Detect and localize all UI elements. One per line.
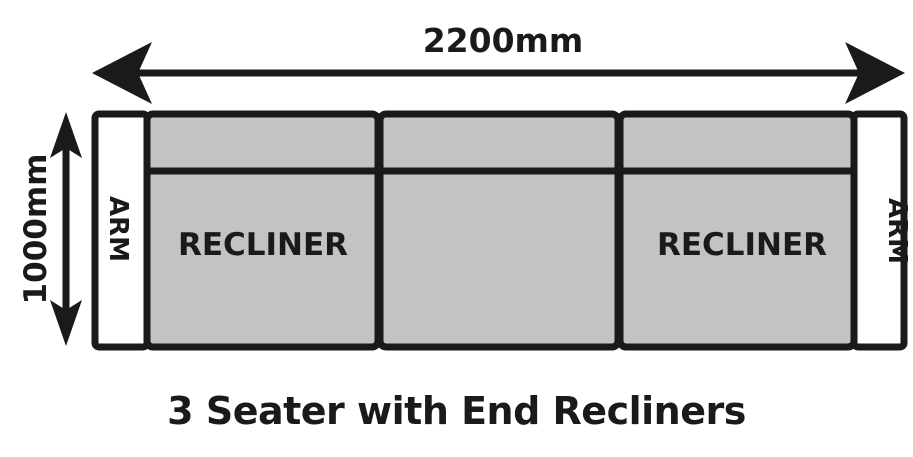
right-arm-label: ARM [882,198,912,264]
width-arrow-right-head [845,42,905,104]
diagram-caption: 3 Seater with End Recliners [167,389,746,433]
left-recliner-label: RECLINER [178,227,348,263]
width-label: 2200mm [423,21,584,60]
right-recliner-label: RECLINER [657,227,827,263]
depth-dimension: 1000mm [18,112,82,346]
right-arm: ARM [850,110,912,351]
width-arrow-left-head [92,42,152,104]
left-arm-label: ARM [103,196,133,262]
left-recliner-seat: RECLINER [143,110,382,351]
depth-arrow-bottom-head [50,300,82,346]
depth-arrow-top-head [50,112,82,158]
middle-seat [376,110,622,351]
width-dimension: 2200mm [92,21,905,104]
right-recliner-seat: RECLINER [616,110,858,351]
depth-label: 1000mm [18,154,54,305]
middle-seat-shape [376,110,622,351]
left-arm: ARM [91,110,151,351]
right-arm-shape [850,110,908,351]
